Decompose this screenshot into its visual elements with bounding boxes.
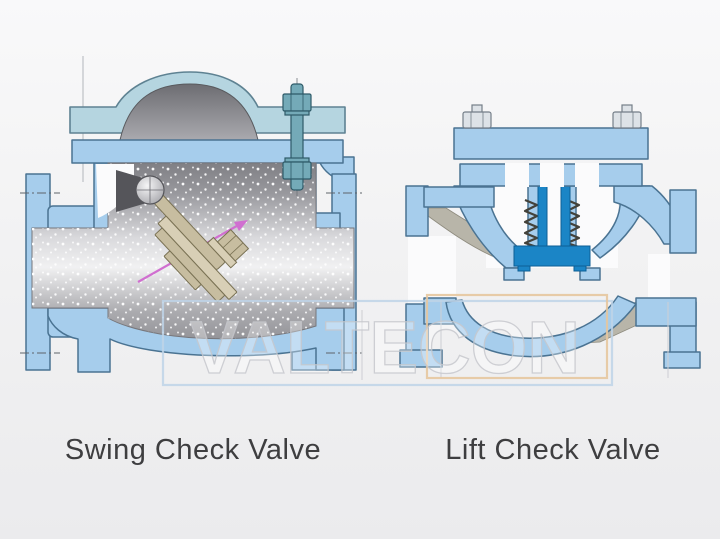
- lift-left-top-arm: [423, 186, 495, 208]
- nut-facet: [229, 242, 244, 256]
- lift-right-flange-top: [669, 189, 697, 254]
- lift-bonnet-slot: [505, 163, 529, 187]
- bolt-hex-head: [462, 111, 492, 129]
- lift-left-foot: [399, 349, 443, 368]
- watermark-frame-tan: [425, 293, 609, 380]
- lift-bottom-passage: [445, 295, 637, 358]
- lift-stem-wall-right: [560, 181, 571, 247]
- lift-right-foot: [663, 351, 701, 369]
- bolt-bottom-nut: [282, 161, 312, 180]
- bolt-top-nut: [282, 93, 312, 112]
- lift-disc-foot: [573, 265, 587, 272]
- swing-disc-nut: [217, 229, 249, 262]
- watermark-text: VALTECON: [190, 306, 580, 389]
- lift-disc-foot: [517, 265, 531, 272]
- lift-inlet-bore: [408, 236, 456, 304]
- swing-bonnet-bolt: [282, 78, 312, 196]
- lift-stem-wall-left: [537, 181, 548, 247]
- swing-dome-interior: [119, 83, 259, 141]
- lift-bolt-left: [462, 104, 492, 129]
- lift-check-valve-diagram: [399, 104, 701, 378]
- lift-outlet-bore: [648, 254, 670, 302]
- swing-check-valve-diagram: [20, 56, 363, 380]
- lift-spring-left: [523, 198, 539, 249]
- lift-left-flange-top: [405, 185, 429, 237]
- lift-bonnet-slot: [575, 163, 599, 187]
- caption-swing-check-valve: Swing Check Valve: [65, 434, 321, 466]
- lift-bolt-right: [612, 104, 642, 129]
- lift-piston-disc: [513, 245, 591, 267]
- swing-disc-assembly: [151, 192, 249, 303]
- watermark-frame-blue: [161, 299, 614, 387]
- bolt-hex-head: [612, 111, 642, 129]
- lift-spring-right: [565, 198, 581, 249]
- flow-arrow-head: [234, 220, 248, 231]
- lift-bonnet-slot: [540, 163, 564, 187]
- watermark: VALTECON: [161, 293, 614, 390]
- bolt-washer: [284, 110, 310, 116]
- lift-right-bottom-arm: [635, 297, 697, 327]
- caption-lift-check-valve: Lift Check Valve: [445, 434, 660, 466]
- nut-facet: [222, 235, 237, 249]
- swing-disc-plate-3: [163, 250, 202, 291]
- lift-bonnet-cap: [453, 127, 649, 160]
